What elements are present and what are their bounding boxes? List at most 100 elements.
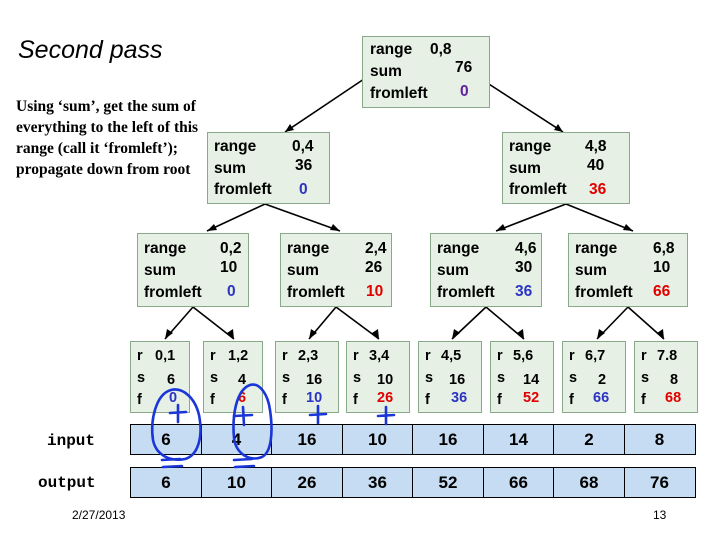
tree-node-root: range 0,8 sum 76 fromleft 0 xyxy=(362,36,490,108)
sum-value: 16 xyxy=(306,372,323,388)
s-label: s xyxy=(569,370,578,386)
range-value: 0,2 xyxy=(220,240,242,257)
range-value: 4,6 xyxy=(515,240,537,257)
fromleft-value: 0 xyxy=(227,283,236,300)
slide-description: Using ‘sum’, get the sum of everything t… xyxy=(16,98,199,178)
tree-node-0-2: range 0,2 sum 10 fromleft 0 xyxy=(137,233,249,307)
range-value: 6,8 xyxy=(653,240,675,257)
fromleft-label: fromleft xyxy=(287,284,345,301)
output-label: output xyxy=(38,474,96,492)
range-value: 2,3 xyxy=(298,348,319,364)
range-label: range xyxy=(287,240,330,257)
r-label: r xyxy=(569,348,575,364)
tree-leaf-7-8: r 7.8 s 8 f 68 xyxy=(634,341,698,413)
sum-value: 40 xyxy=(587,157,605,174)
output-cell: 68 xyxy=(553,467,625,498)
sum-label: sum xyxy=(437,262,469,279)
s-label: s xyxy=(497,370,506,386)
sum-value: 30 xyxy=(515,259,533,276)
s-label: s xyxy=(353,370,362,386)
fromleft-value: 52 xyxy=(523,390,540,406)
tree-leaf-1-2: r 1,2 s 4 f 6 xyxy=(203,341,263,413)
s-label: s xyxy=(282,370,291,386)
tree-node-4-8: range 4,8 sum 40 fromleft 36 xyxy=(502,132,630,204)
fromleft-value: 36 xyxy=(515,283,533,300)
tree-leaf-3-4: r 3,4 s 10 f 26 xyxy=(346,341,410,413)
range-label: range xyxy=(437,240,480,257)
sum-label: sum xyxy=(370,63,402,80)
sum-label: sum xyxy=(144,262,176,279)
output-cell: 36 xyxy=(341,467,414,498)
fromleft-value: 68 xyxy=(665,390,682,406)
s-label: s xyxy=(641,370,650,386)
f-label: f xyxy=(497,392,502,408)
s-label: s xyxy=(137,370,146,386)
fromleft-label: fromleft xyxy=(144,284,202,301)
tree-node-4-6: range 4,6 sum 30 fromleft 36 xyxy=(430,233,542,307)
output-array: 6 10 26 36 52 66 68 76 xyxy=(130,467,696,498)
sum-value: 10 xyxy=(377,372,394,388)
range-value: 0,1 xyxy=(155,348,176,364)
fromleft-label: fromleft xyxy=(214,181,272,198)
range-value: 4,8 xyxy=(585,138,607,155)
sum-value: 76 xyxy=(455,59,473,76)
f-label: f xyxy=(210,392,215,408)
fromleft-value: 66 xyxy=(593,390,610,406)
fromleft-label: fromleft xyxy=(575,284,633,301)
s-label: s xyxy=(210,370,219,386)
sum-value: 8 xyxy=(670,372,679,388)
fromleft-value: 0 xyxy=(169,390,178,406)
sum-value: 2 xyxy=(598,372,607,388)
r-label: r xyxy=(137,348,143,364)
fromleft-value: 66 xyxy=(653,283,671,300)
sum-value: 4 xyxy=(238,372,247,388)
output-cell: 66 xyxy=(482,467,555,498)
range-value: 7.8 xyxy=(657,348,678,364)
fromleft-value: 6 xyxy=(238,390,247,406)
footer-date: 2/27/2013 xyxy=(72,508,126,522)
sum-label: sum xyxy=(575,262,607,279)
input-cell: 2 xyxy=(553,424,625,455)
r-label: r xyxy=(425,348,431,364)
output-cell: 26 xyxy=(271,467,343,498)
input-array: 6 4 16 10 16 14 2 8 xyxy=(130,424,696,455)
range-label: range xyxy=(509,138,552,155)
input-cell: 14 xyxy=(482,424,555,455)
sum-value: 6 xyxy=(167,372,176,388)
annotation-plus-3 xyxy=(308,404,328,425)
output-cell: 6 xyxy=(130,467,202,498)
range-value: 3,4 xyxy=(369,348,390,364)
input-label: input xyxy=(47,432,96,450)
sum-label: sum xyxy=(287,262,319,279)
tree-leaf-6-7: r 6,7 s 2 f 66 xyxy=(562,341,626,413)
r-label: r xyxy=(353,348,359,364)
sum-value: 14 xyxy=(523,372,540,388)
fromleft-value: 0 xyxy=(460,83,469,100)
annotation-circle-second-pair xyxy=(232,383,273,460)
tree-node-6-8: range 6,8 sum 10 fromleft 66 xyxy=(568,233,688,307)
input-cell: 8 xyxy=(623,424,696,455)
annotation-equals-2 xyxy=(232,457,256,469)
range-value: 0,4 xyxy=(292,138,314,155)
fromleft-label: fromleft xyxy=(437,284,495,301)
range-label: range xyxy=(370,41,413,58)
fromleft-value: 0 xyxy=(299,181,308,198)
output-cell: 52 xyxy=(412,467,484,498)
range-value: 0,8 xyxy=(430,41,452,58)
tree-node-0-4: range 0,4 sum 36 fromleft 0 xyxy=(207,132,330,204)
tree-leaf-2-3: r 2,3 s 16 f 10 xyxy=(275,341,339,413)
input-cell: 6 xyxy=(130,424,202,455)
r-label: r xyxy=(210,348,216,364)
range-label: range xyxy=(575,240,618,257)
page-number: 13 xyxy=(653,508,667,522)
f-label: f xyxy=(569,392,574,408)
fromleft-value: 10 xyxy=(306,390,323,406)
r-label: r xyxy=(497,348,503,364)
range-label: range xyxy=(214,138,257,155)
fromleft-label: fromleft xyxy=(509,181,567,198)
range-value: 2,4 xyxy=(365,240,387,257)
tree-node-2-4: range 2,4 sum 26 fromleft 10 xyxy=(280,233,392,307)
range-value: 1,2 xyxy=(228,348,249,364)
input-cell: 16 xyxy=(412,424,484,455)
